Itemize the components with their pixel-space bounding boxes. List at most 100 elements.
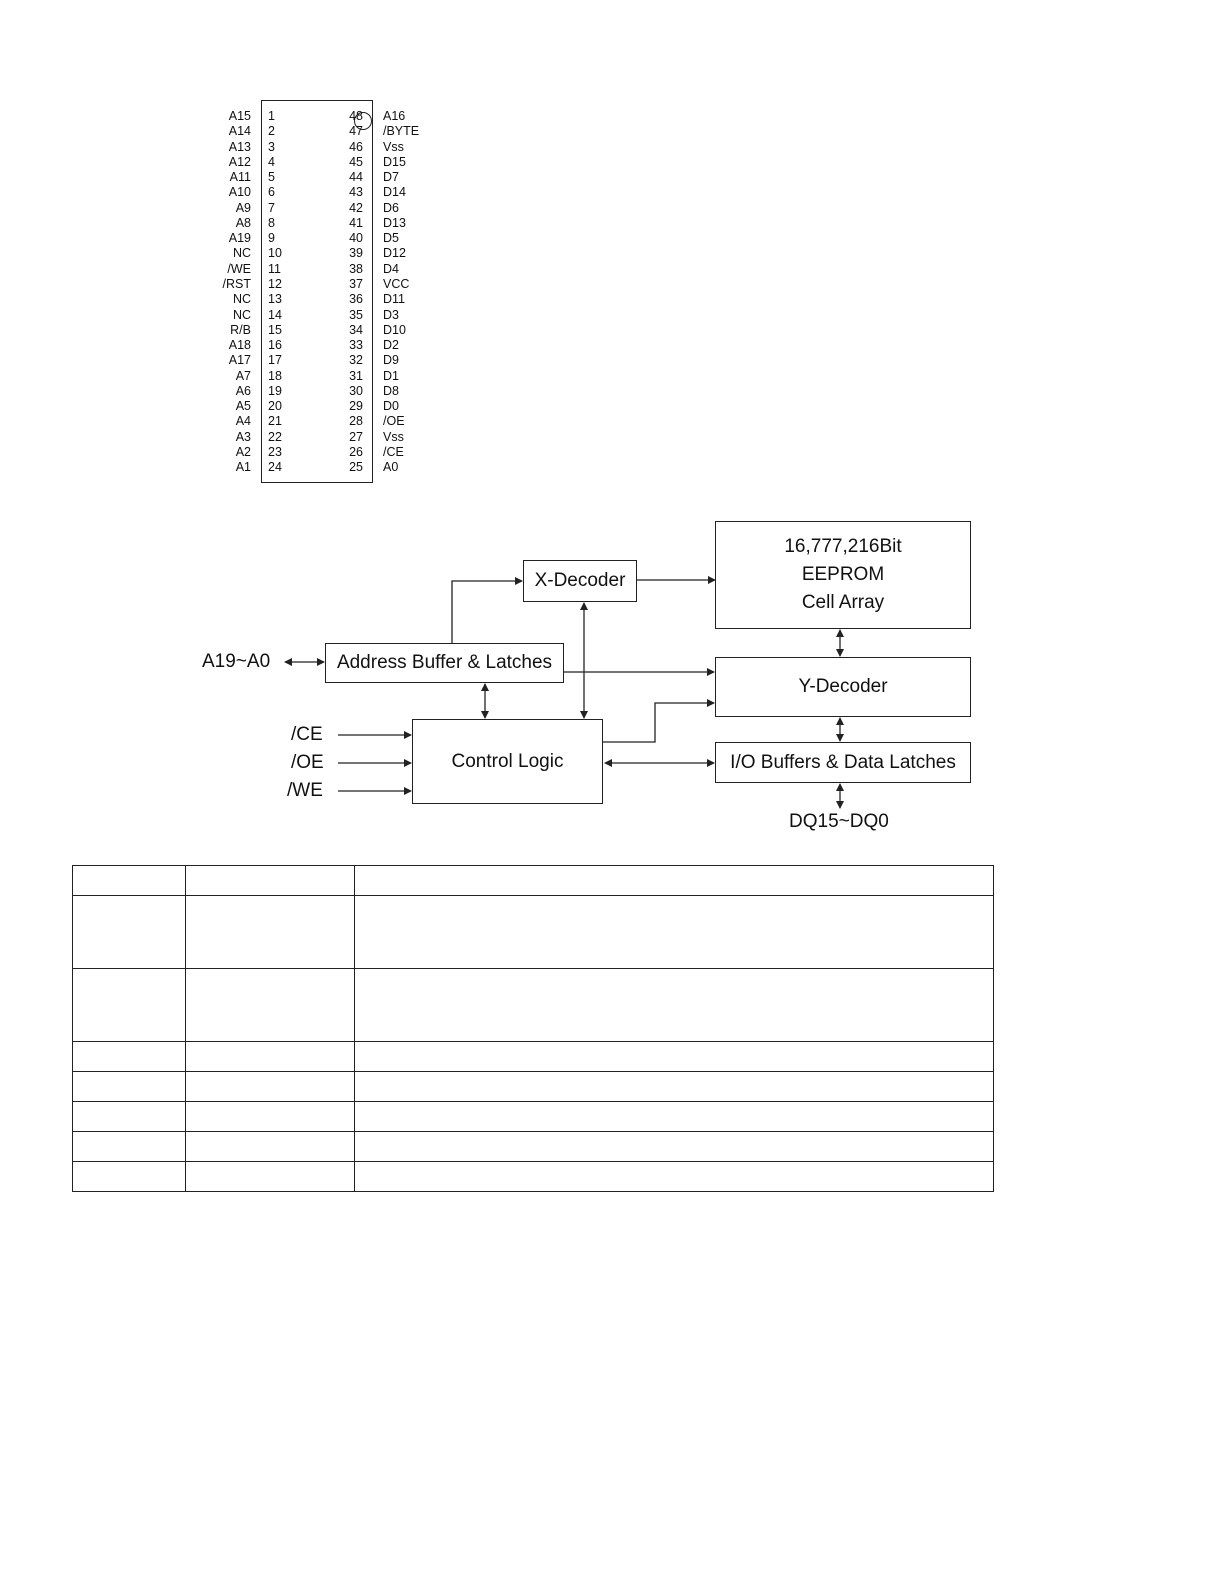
pin-name-right: D15 bbox=[383, 154, 406, 169]
pin-number-left: 20 bbox=[268, 399, 282, 414]
pin-name-left: R/B bbox=[230, 322, 251, 337]
data-signal-label: DQ15~DQ0 bbox=[789, 811, 889, 832]
table-cell bbox=[354, 895, 994, 969]
table-row bbox=[72, 865, 994, 896]
table-cell bbox=[72, 968, 186, 1042]
control-logic-block: Control Logic bbox=[412, 719, 603, 804]
table-cell bbox=[354, 1161, 994, 1192]
table-row bbox=[72, 1131, 994, 1162]
chip-package-outline bbox=[261, 100, 373, 483]
table-cell bbox=[72, 1071, 186, 1102]
pin-number-left: 2 bbox=[268, 124, 275, 139]
pin-number-left: 23 bbox=[268, 444, 282, 459]
table-cell bbox=[72, 1041, 186, 1072]
pin-number-right: 45 bbox=[349, 154, 363, 169]
pin-name-left: A2 bbox=[235, 444, 251, 459]
pin-number-right: 41 bbox=[349, 215, 363, 230]
pin-number-left: 7 bbox=[268, 200, 275, 215]
table-cell bbox=[185, 1161, 355, 1192]
pin-row: A5 20 29 D0 bbox=[200, 399, 460, 414]
pin-number-left: 4 bbox=[268, 154, 275, 169]
table-cell bbox=[354, 1101, 994, 1132]
pin-number-left: 18 bbox=[268, 368, 282, 383]
pin-name-right: D12 bbox=[383, 246, 406, 261]
pin-number-right: 40 bbox=[349, 231, 363, 246]
pin-number-right: 37 bbox=[349, 276, 363, 291]
pin-number-right: 25 bbox=[349, 460, 363, 475]
pin-number-left: 3 bbox=[268, 139, 275, 154]
table-cell bbox=[354, 968, 994, 1042]
pin-number-left: 22 bbox=[268, 429, 282, 444]
pin-number-left: 14 bbox=[268, 307, 282, 322]
pin-number-right: 48 bbox=[349, 109, 363, 123]
table-cell bbox=[354, 865, 994, 896]
table-row bbox=[72, 1041, 994, 1072]
pin-number-left: 1 bbox=[268, 109, 275, 123]
pin-number-right: 29 bbox=[349, 399, 363, 414]
pin-name-right: Vss bbox=[383, 429, 404, 444]
cell-array-line1: 16,777,216Bit bbox=[784, 536, 902, 557]
table-cell bbox=[354, 1071, 994, 1102]
pin-name-left: A15 bbox=[228, 109, 251, 123]
wire-addr-to-xdec bbox=[451, 577, 523, 643]
address-signal-label: A19~A0 bbox=[202, 651, 271, 672]
pin-number-right: 39 bbox=[349, 246, 363, 261]
pin-name-right: VCC bbox=[383, 276, 410, 291]
pin-name-left: A5 bbox=[235, 399, 251, 414]
pin-number-right: 32 bbox=[349, 353, 363, 368]
pin-number-right: 31 bbox=[349, 368, 363, 383]
ce-signal-label: /CE bbox=[291, 724, 323, 745]
pin-number-right: 43 bbox=[349, 185, 363, 200]
pin-number-left: 13 bbox=[268, 292, 282, 307]
pin-name-right: D9 bbox=[383, 353, 399, 368]
pin-name-left: A19 bbox=[228, 231, 251, 246]
pin1-notch-marker bbox=[354, 112, 372, 130]
pin-name-left: NC bbox=[232, 307, 251, 322]
pin-number-left: 19 bbox=[268, 383, 282, 398]
pin-name-left: /WE bbox=[227, 261, 251, 276]
table-row bbox=[72, 968, 994, 1042]
pin-number-right: 35 bbox=[349, 307, 363, 322]
table-cell bbox=[72, 865, 186, 896]
pin-number-right: 34 bbox=[349, 322, 363, 337]
wire-control-to-ydec bbox=[603, 699, 715, 743]
pin-number-left: 21 bbox=[268, 414, 282, 429]
pin-number-right: 30 bbox=[349, 383, 363, 398]
pin-number-right: 46 bbox=[349, 139, 363, 154]
table-cell bbox=[72, 895, 186, 969]
table-row bbox=[72, 1161, 994, 1192]
table-row bbox=[72, 1071, 994, 1102]
table-row bbox=[72, 1101, 994, 1132]
pin-name-left: A14 bbox=[228, 124, 251, 139]
table-cell bbox=[185, 1101, 355, 1132]
pin-name-right: D0 bbox=[383, 399, 399, 414]
pin-name-right: D10 bbox=[383, 322, 406, 337]
pin-name-left: A9 bbox=[235, 200, 251, 215]
cell-array-line2: EEPROM bbox=[801, 564, 885, 585]
cell-array-block: 16,777,216Bit EEPROM Cell Array bbox=[715, 521, 971, 629]
pin-name-left: A17 bbox=[228, 353, 251, 368]
pin-number-left: 6 bbox=[268, 185, 275, 200]
table-cell bbox=[72, 1161, 186, 1192]
pin-name-left: A11 bbox=[229, 170, 251, 185]
y-decoder-block: Y-Decoder bbox=[715, 657, 971, 717]
table-cell bbox=[185, 1041, 355, 1072]
pin-name-right: D7 bbox=[383, 170, 399, 185]
we-signal-label: /WE bbox=[287, 780, 323, 801]
pin-name-left: A6 bbox=[235, 383, 251, 398]
